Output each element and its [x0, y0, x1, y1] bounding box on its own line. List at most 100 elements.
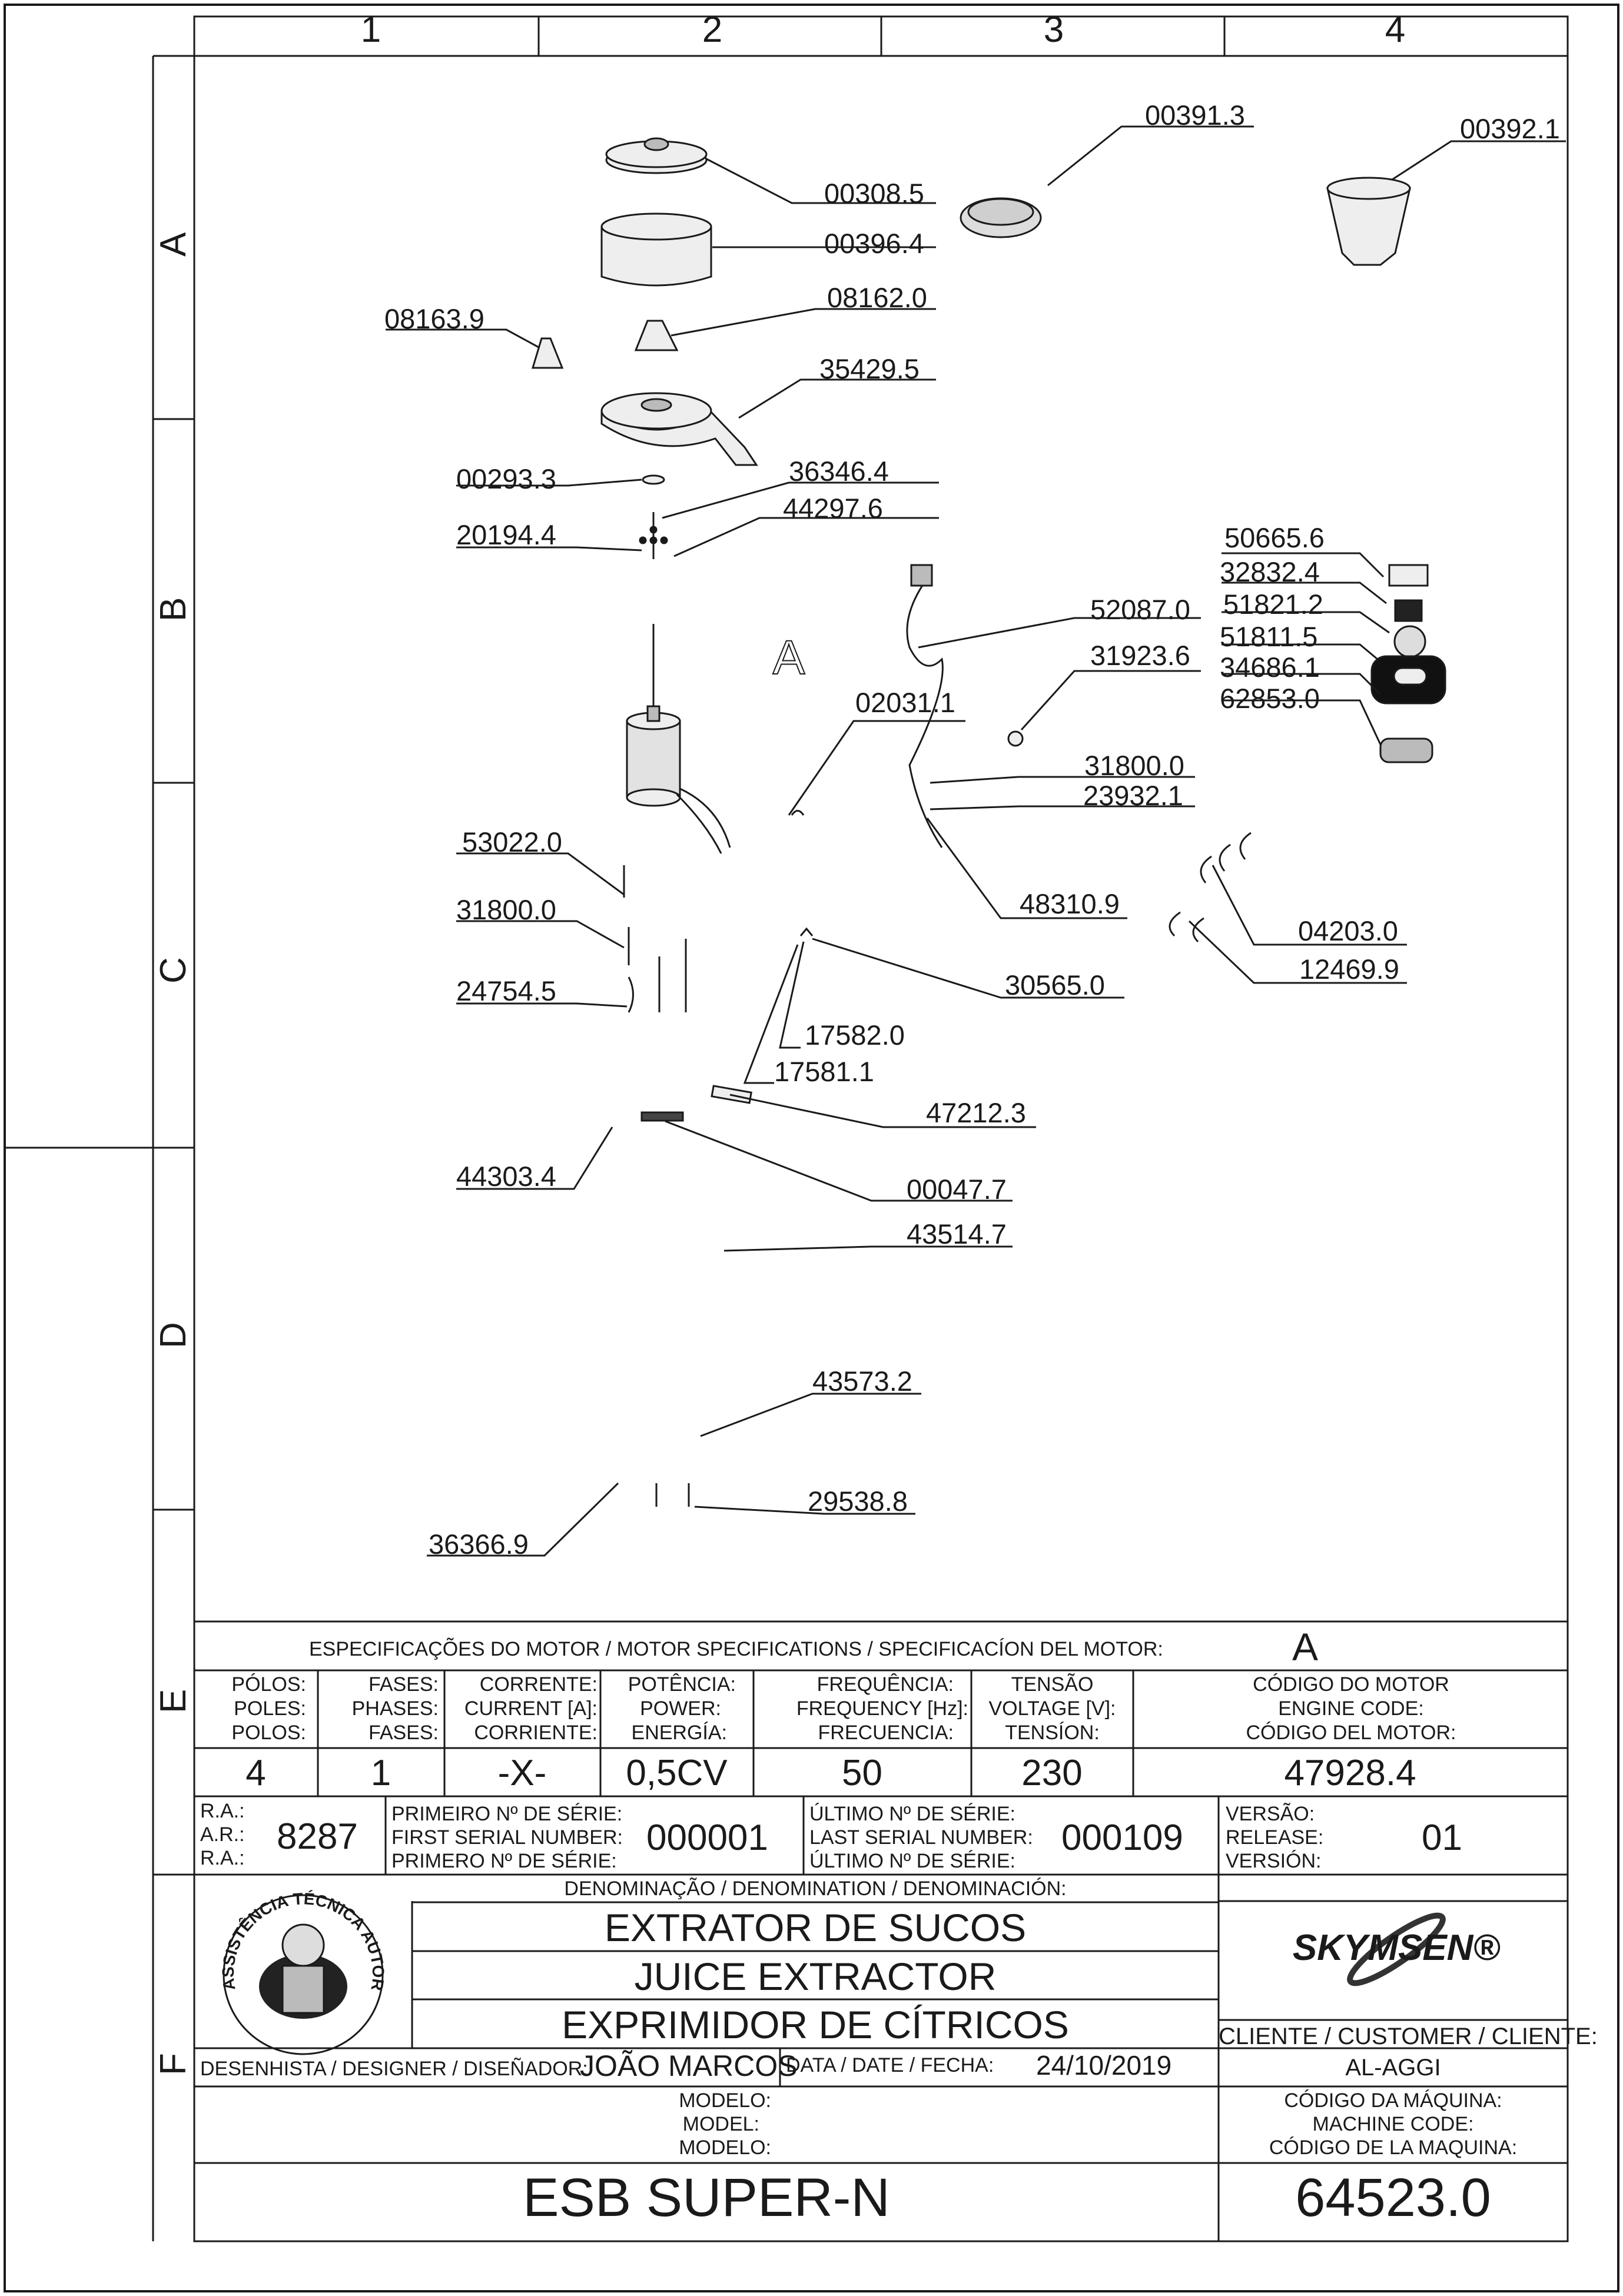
- callout-part-number: 00308.5: [824, 178, 924, 209]
- power-cable-part: [906, 582, 944, 848]
- logo-plate-part: [640, 1111, 684, 1122]
- grid-row-B: B: [153, 597, 194, 622]
- callout-part-number: 52087.0: [1090, 594, 1190, 625]
- current-value: -X-: [497, 1753, 547, 1793]
- last-serial-label: ÚLTIMO Nº DE SÉRIE:: [809, 1850, 1015, 1872]
- callout-part-number: 35429.5: [819, 353, 920, 384]
- engine-code-label: CÓDIGO DEL MOTOR:: [1246, 1722, 1456, 1744]
- last-serial-label: ÚLTIMO Nº DE SÉRIE:: [809, 1803, 1015, 1825]
- callout-part-number: 30565.0: [1005, 969, 1105, 1001]
- callout-part-number: 31800.0: [456, 894, 556, 925]
- voltage-value: 230: [1021, 1753, 1083, 1793]
- cup-part: [600, 212, 712, 287]
- ra-value: 8287: [277, 1816, 358, 1857]
- frequency-label: FREQUENCY [Hz]:: [796, 1697, 968, 1720]
- motor-marker: A: [765, 633, 796, 680]
- callout-part-number: 23932.1: [1083, 780, 1183, 811]
- ra-label: R.A.:: [200, 1800, 245, 1822]
- first-serial-label: FIRST SERIAL NUMBER:: [391, 1826, 623, 1849]
- denomination-header: DENOMINAÇÃO / DENOMINATION / DENOMINACIÓ…: [564, 1878, 1067, 1900]
- poles-label: POLOS:: [231, 1722, 306, 1744]
- callout-part-number: 17581.1: [774, 1056, 874, 1087]
- small-reamer-part: [531, 337, 564, 369]
- voltage-label: VOLTAGE [V]:: [988, 1697, 1116, 1720]
- motor-marker-glyph: A: [773, 631, 805, 685]
- callout-part-number: 17582.0: [805, 1019, 905, 1051]
- washer-part: [642, 474, 665, 485]
- grid-col-1: 1: [360, 9, 381, 50]
- callout-part-number: 00392.1: [1460, 113, 1560, 144]
- ra-label: A.R.:: [200, 1823, 245, 1846]
- phases-label: FASES:: [368, 1673, 439, 1696]
- plug-part: [910, 564, 933, 587]
- callout-part-number: 31923.6: [1090, 640, 1190, 671]
- callout-part-number: 20194.4: [456, 519, 556, 550]
- model-label: MODELO:: [679, 2089, 771, 2112]
- grid-col-3: 3: [1043, 9, 1064, 50]
- callout-part-number: 00391.3: [1145, 99, 1245, 131]
- model-value: ESB SUPER-N: [523, 2168, 890, 2228]
- callout-part-number: 43514.7: [907, 1218, 1007, 1250]
- denomination-en: JUICE EXTRACTOR: [634, 1955, 997, 1998]
- callout-part-number: 43573.2: [812, 1365, 912, 1397]
- designer-value: JOÃO MARCOS: [580, 2049, 798, 2082]
- denomination-pt: EXTRATOR DE SUCOS: [604, 1906, 1027, 1949]
- callout-part-number: 29538.8: [808, 1486, 908, 1517]
- engine-code-label: ENGINE CODE:: [1278, 1697, 1424, 1720]
- model-label: MODELO:: [679, 2136, 771, 2159]
- release-label: VERSIÓN:: [1226, 1850, 1322, 1872]
- voltage-label: TENSÍON:: [1005, 1722, 1100, 1744]
- callout-part-number: 12469.9: [1299, 953, 1399, 985]
- power-label: POWER:: [640, 1697, 721, 1720]
- engine-code-label: CÓDIGO DO MOTOR: [1253, 1673, 1449, 1696]
- poles-label: PÓLOS:: [231, 1673, 306, 1696]
- power-label: ENERGÍA:: [631, 1722, 727, 1744]
- engine-code-value: 47928.4: [1284, 1753, 1416, 1793]
- label-part: [1388, 564, 1429, 587]
- ra-label: R.A.:: [200, 1847, 245, 1869]
- callout-part-number: 00293.3: [456, 463, 556, 494]
- parts-drawing: [531, 137, 1446, 1507]
- callout-part-number: 08163.9: [384, 303, 484, 334]
- grid-row-E: E: [153, 1689, 194, 1713]
- machine-code-label: CÓDIGO DA MÁQUINA:: [1284, 2089, 1502, 2112]
- last-serial-value: 000109: [1061, 1817, 1183, 1858]
- customer-label: CLIENTE / CUSTOMER / CLIENTE:: [1219, 2023, 1598, 2049]
- current-label: CORRENTE:: [479, 1673, 598, 1696]
- current-label: CORRIENTE:: [474, 1722, 598, 1744]
- motor-spec-marker: A: [1292, 1625, 1319, 1669]
- dial-part: [1393, 625, 1426, 658]
- last-serial-label: LAST SERIAL NUMBER:: [809, 1826, 1033, 1849]
- machine-code-label: CÓDIGO DE LA MAQUINA:: [1269, 2136, 1518, 2159]
- first-serial-label: PRIMEIRO Nº DE SÉRIE:: [391, 1803, 623, 1825]
- callout-part-number: 02031.1: [855, 687, 955, 718]
- model-label: MODEL:: [682, 2113, 759, 2135]
- callout-part-number: 34686.1: [1220, 652, 1320, 683]
- callout-part-number: 31800.0: [1084, 750, 1184, 781]
- machine-code-value: 64523.0: [1295, 2168, 1491, 2228]
- super-badge-part: [1379, 737, 1433, 763]
- bowl-part: [600, 392, 758, 466]
- grid-row-F: F: [153, 2053, 194, 2075]
- grid-col-2: 2: [702, 9, 723, 50]
- leader-lines: [386, 125, 1566, 1557]
- reamer-part: [634, 320, 679, 351]
- machine-code-label: MACHINE CODE:: [1312, 2113, 1474, 2135]
- svg-text:SKYMSEN®: SKYMSEN®: [1293, 1928, 1501, 1968]
- callout-part-number: 47212.3: [926, 1097, 1026, 1128]
- callout-part-number: 00396.4: [824, 228, 924, 259]
- spring-part: [1200, 855, 1212, 883]
- phases-label: FASES:: [368, 1722, 439, 1744]
- callout-part-number: 36346.4: [789, 456, 889, 487]
- grid-row-A: A: [153, 232, 194, 257]
- power-value: 0,5CV: [626, 1753, 728, 1793]
- callout-part-number: 08162.0: [827, 282, 927, 313]
- customer-value: AL-AGGI: [1345, 2055, 1441, 2081]
- callout-part-number: 62853.0: [1220, 683, 1320, 714]
- callout-part-number: 00047.7: [907, 1174, 1007, 1205]
- callout-part-number: 32832.4: [1220, 556, 1320, 587]
- power-label: POTÊNCIA:: [628, 1673, 736, 1696]
- callout-part-number: 51811.5: [1220, 621, 1318, 652]
- poles-label: POLES:: [234, 1697, 306, 1720]
